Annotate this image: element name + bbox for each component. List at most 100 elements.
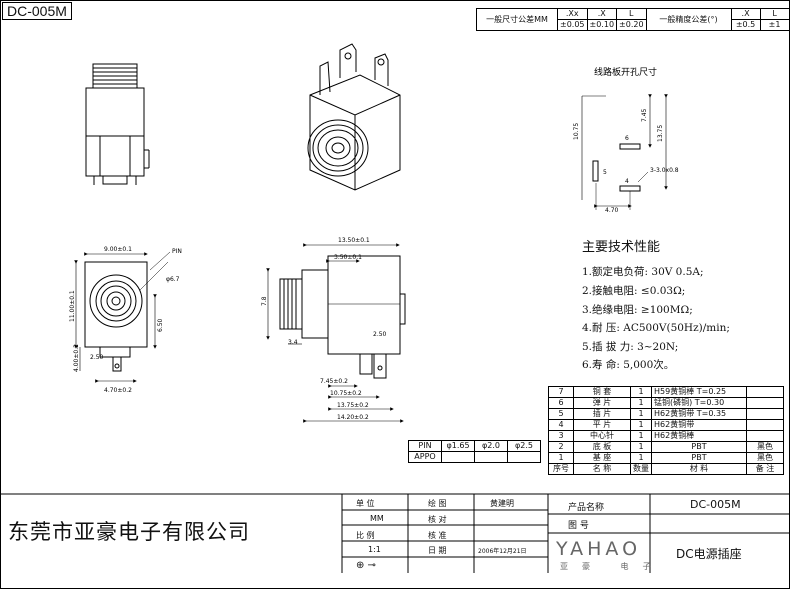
pin-label: 6 xyxy=(625,135,629,142)
company-name: 东莞市亚豪电子有限公司 xyxy=(8,520,250,544)
bom-cell: H62黄铜棒 xyxy=(651,430,747,442)
pin-label: 5 xyxy=(603,169,607,176)
projection-icon: ⊕ ⊸ xyxy=(356,560,376,571)
part-number: DC-005M xyxy=(2,2,72,20)
spec-item: 1.额定电负荷: 30V 0.5A; xyxy=(582,266,704,278)
bom-cell: 铜 套 xyxy=(573,386,631,398)
bom-cell: 1 xyxy=(630,386,652,398)
pin-cell xyxy=(507,451,541,463)
pin-head: φ2.0 xyxy=(474,440,508,452)
bom-cell: 2 xyxy=(548,441,574,453)
dim-label: 6.50 xyxy=(157,318,164,332)
bom-cell: 5 xyxy=(548,408,574,420)
size-tolerance-label: 一般尺寸公差MM xyxy=(476,8,558,31)
drawing-no-label: 图 号 xyxy=(568,521,589,531)
bom-cell xyxy=(746,408,784,420)
tolerance-table: 一般尺寸公差MM .Xx .X L 一般精度公差(°) .X L ±0.05 ±… xyxy=(476,8,790,31)
spec-item: 4.耐 压: AC500V(50Hz)/min; xyxy=(582,322,730,334)
angle-tolerance-label: 一般精度公差(°) xyxy=(645,8,732,31)
top-elevation-view xyxy=(85,63,150,185)
bom-cell: 弹 片 xyxy=(573,397,631,409)
angle-val: ±1 xyxy=(759,19,790,31)
unit-label: 单 位 xyxy=(356,499,375,508)
dim-label: φ6.7 xyxy=(166,276,180,283)
pin-head: φ1.65 xyxy=(441,440,475,452)
check-label: 核 对 xyxy=(428,515,447,524)
bom-cell: 底 板 xyxy=(573,441,631,453)
bom-header: 名 称 xyxy=(573,463,631,475)
draw-name: 黄建明 xyxy=(490,499,514,508)
spec-item: 5.插 拔 力: 3~20N; xyxy=(582,341,679,353)
product-type: DC电源插座 xyxy=(676,547,742,561)
bom-header: 材 料 xyxy=(651,463,747,475)
pcb-layout-view xyxy=(581,94,668,210)
bom-cell: PBT xyxy=(651,441,747,453)
bom-cell: 1 xyxy=(548,452,574,464)
bom-cell: 黑色 xyxy=(746,452,784,464)
bom-cell: 1 xyxy=(630,419,652,431)
side-section-view xyxy=(266,243,406,423)
dim-label: 13.75±0.2 xyxy=(337,402,369,409)
unit-value: MM xyxy=(370,514,384,523)
bom-cell: 锰铜(磷铜) T=0.30 xyxy=(651,397,747,409)
bom-cell: 1 xyxy=(630,452,652,464)
bom-cell: 插 片 xyxy=(573,408,631,420)
spec-item: 3.绝缘电阻: ≥100MΩ; xyxy=(582,304,693,316)
bom-header: 数量 xyxy=(630,463,652,475)
size-val: ±0.10 xyxy=(586,19,618,31)
bom-cell xyxy=(746,397,784,409)
draw-label: 绘 图 xyxy=(428,499,447,508)
bom-cell: 7 xyxy=(548,386,574,398)
dim-label: 10.75±0.2 xyxy=(330,390,362,397)
scale-value: 1:1 xyxy=(368,545,381,554)
pcb-title: 线路板开孔尺寸 xyxy=(594,66,657,78)
dim-label: 13.75 xyxy=(657,125,664,142)
specs-title: 主要技术性能 xyxy=(582,240,661,255)
dim-label: 11.00±0.1 xyxy=(69,290,76,322)
dim-label: 4.70 xyxy=(605,207,619,214)
bom-cell: H59黄铜棒 T=0.25 xyxy=(651,386,747,398)
bom-cell xyxy=(746,386,784,398)
dim-label: 9.00±0.1 xyxy=(104,246,132,253)
bom-cell: 基 座 xyxy=(573,452,631,464)
pin-head: PIN xyxy=(408,440,442,452)
dim-label: 3.50±0.1 xyxy=(334,254,362,261)
approve-label: 核 准 xyxy=(428,531,447,540)
bom-cell: 中心针 xyxy=(573,430,631,442)
dim-label: 7.8 xyxy=(261,296,268,306)
date-label: 日 期 xyxy=(428,546,447,555)
dim-label: 7.45±0.2 xyxy=(320,378,348,385)
size-val: ±0.05 xyxy=(557,19,588,31)
bom-cell: H62黄铜带 T=0.35 xyxy=(651,408,747,420)
front-view xyxy=(74,251,171,383)
dim-label: 7.45 xyxy=(641,108,648,122)
bom-cell xyxy=(746,419,784,431)
isometric-view xyxy=(307,43,401,191)
company-logo: YAHAO xyxy=(556,538,642,560)
company-logo-cn: 亚豪 电子 xyxy=(560,562,665,571)
dim-label: 4.70±0.2 xyxy=(104,387,132,394)
bom-cell: H62黄铜带 xyxy=(651,419,747,431)
dim-label: 3.4 xyxy=(288,339,298,346)
size-val: ±0.20 xyxy=(616,19,647,31)
bom-cell: 平 片 xyxy=(573,419,631,431)
pin-callout: PIN xyxy=(172,248,182,255)
date-value: 2006年12月21日 xyxy=(478,548,527,555)
scale-label: 比 例 xyxy=(356,531,375,540)
dim-label: 13.50±0.1 xyxy=(338,237,370,244)
bom-cell xyxy=(746,430,784,442)
bom-header: 序号 xyxy=(548,463,574,475)
pin-head: φ2.5 xyxy=(507,440,541,452)
pin-label: 4 xyxy=(625,178,629,185)
pin-diameter-table: PIN φ1.65 φ2.0 φ2.5 APPO xyxy=(408,440,541,463)
dim-label: 2.50 xyxy=(90,354,104,361)
bom-cell: 1 xyxy=(630,408,652,420)
bom-cell: 1 xyxy=(630,430,652,442)
dim-label: 3-3.0x0.8 xyxy=(650,167,679,174)
spec-item: 6.寿 命: 5,000次。 xyxy=(582,359,675,371)
title-block-lines xyxy=(0,493,790,573)
dim-label: 10.75 xyxy=(573,123,580,140)
pin-cell xyxy=(474,451,508,463)
pin-cell xyxy=(441,451,475,463)
